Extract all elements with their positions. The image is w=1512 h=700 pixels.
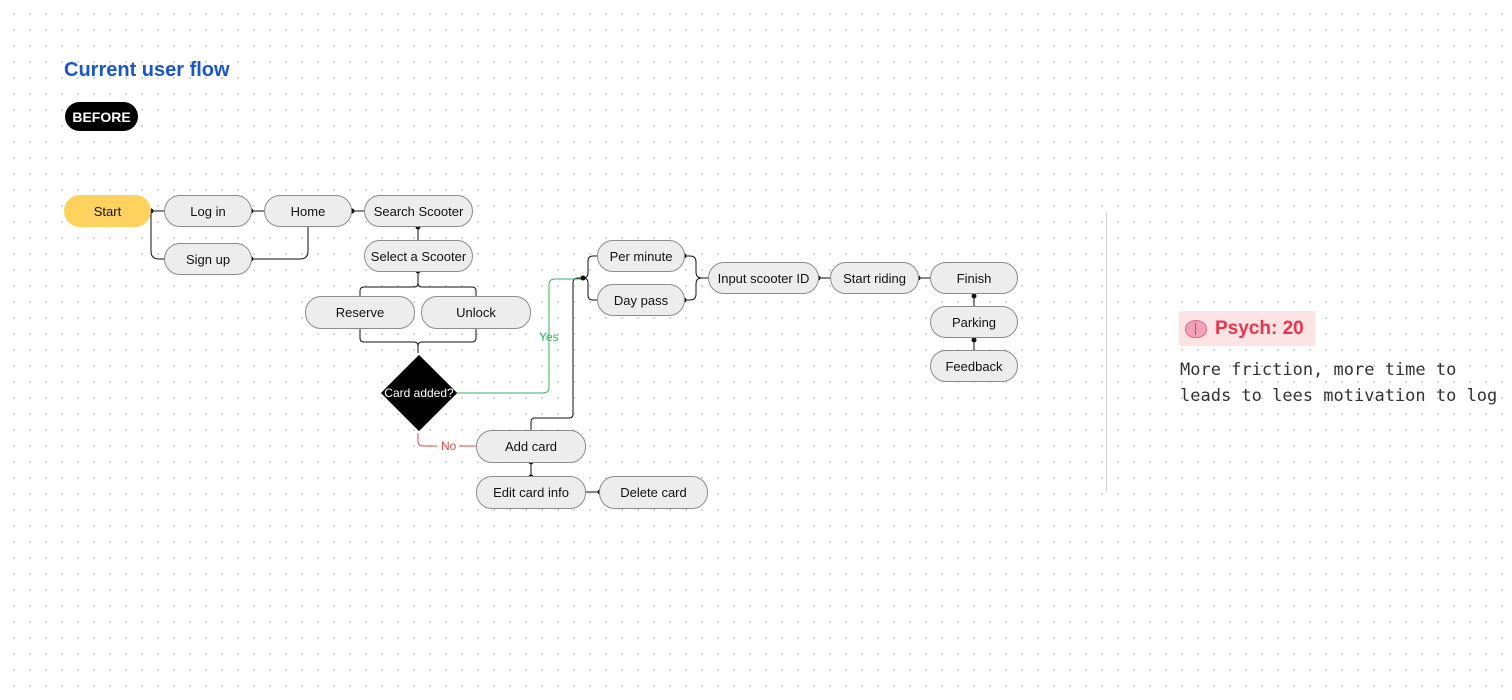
flow-node-label: Log in: [190, 203, 226, 219]
connector-yes: [457, 278, 583, 394]
flow-node-label: Unlock: [456, 305, 496, 320]
connector-select-unlock: [417, 282, 477, 297]
decision-label: Card added?: [384, 385, 454, 400]
flow-node-start-riding: Start riding: [830, 262, 919, 294]
flow-node-label: Delete card: [620, 485, 687, 500]
flow-node-label: Per minute: [609, 248, 673, 264]
flow-node-log-in: Log in: [164, 195, 252, 227]
flow-node-unlock: Unlock: [421, 296, 531, 329]
flow-node-add-card: Add card: [476, 430, 586, 463]
flow-node-label: Parking: [951, 314, 997, 330]
flow-node-feedback: Feedback: [930, 350, 1018, 382]
flow-node-label: Start riding: [843, 270, 906, 286]
connector-select-reserve: [359, 271, 419, 297]
flow-node-label: Add card: [504, 439, 558, 454]
flow-node-label: Select a Scooter: [370, 248, 467, 264]
flow-node-label: Day pass: [613, 292, 669, 308]
flow-node-label: Start: [93, 203, 122, 219]
flow-node-delete-card: Delete card: [599, 476, 708, 509]
edge-label-no: No: [441, 439, 457, 453]
flow-node-parking: Parking: [930, 306, 1018, 338]
before-badge: BEFORE: [65, 102, 138, 131]
connector-daypass-input: [684, 277, 703, 301]
flow-node-label: Finish: [956, 270, 992, 286]
connector-perminute-input: [684, 255, 709, 279]
flow-node-label: Edit card info: [493, 485, 569, 500]
connector-unlock-decision: [417, 328, 477, 347]
flow-node-label: Feedback: [945, 358, 1003, 374]
flow-node-label: Search Scooter: [373, 203, 464, 219]
flow-node-per-minute: Per minute: [597, 240, 685, 272]
connector-start-signup: [150, 211, 165, 260]
psych-score-label: Psych: 20: [1215, 317, 1304, 339]
flow-node-label: Home: [290, 203, 326, 219]
page-title: Current user flow: [64, 59, 230, 81]
flow-node-label: Input scooter ID: [717, 270, 810, 286]
psych-score-tag: Psych: 20: [1179, 311, 1315, 346]
connector-signup-home: [251, 227, 309, 260]
flow-node-select-scooter: Select a Scooter: [364, 240, 473, 272]
section-divider: [1106, 212, 1107, 492]
flow-node-reserve: Reserve: [305, 296, 415, 329]
flow-node-start: Start: [64, 195, 151, 227]
insight-note: More friction, more time to leads to lee…: [1180, 360, 1498, 406]
flow-node-finish: Finish: [930, 262, 1018, 294]
connector-split-daypass: [582, 277, 598, 301]
brain-icon: [1185, 319, 1207, 338]
connector-reserve-decision: [359, 328, 419, 353]
connector-split-perminute: [582, 255, 598, 279]
edge-label-yes: Yes: [539, 330, 559, 344]
flow-node-home: Home: [264, 195, 352, 227]
flow-node-input-scooter-id: Input scooter ID: [708, 262, 819, 294]
connector-addcard-plans: [530, 277, 583, 431]
flow-node-day-pass: Day pass: [597, 284, 685, 316]
flow-node-label: Reserve: [335, 305, 385, 320]
flow-node-label: Sign up: [185, 251, 231, 267]
flow-node-sign-up: Sign up: [164, 243, 252, 275]
flow-node-edit-card-info: Edit card info: [476, 476, 586, 509]
connector-no: [417, 433, 477, 447]
flow-node-search-scooter: Search Scooter: [364, 195, 473, 227]
